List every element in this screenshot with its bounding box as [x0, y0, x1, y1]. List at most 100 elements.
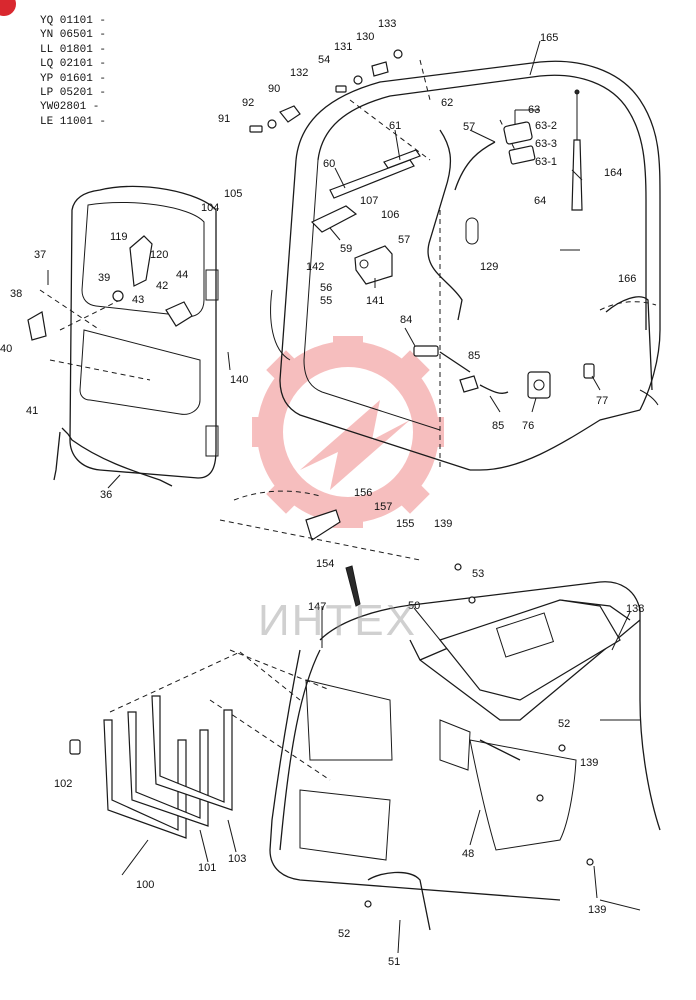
serial-number: YQ 01101 - — [40, 15, 107, 27]
callout: 90 — [268, 83, 280, 95]
page-corner-badge — [0, 0, 16, 16]
callout: 40 — [0, 343, 12, 355]
callout: 103 — [228, 853, 246, 865]
callout: 38 — [10, 288, 22, 300]
callout: 147 — [308, 601, 326, 613]
callout: 120 — [150, 249, 168, 261]
bolt-102 — [69, 739, 81, 755]
callout: 37 — [34, 249, 46, 261]
door-panel — [39, 185, 219, 479]
screw-139 — [536, 794, 544, 802]
callout: 129 — [480, 261, 498, 273]
hardware-130-133 — [335, 49, 403, 93]
wiper-arm — [310, 149, 421, 233]
callout: 132 — [290, 67, 308, 79]
window-frame-set — [103, 651, 301, 839]
callout: 52 — [558, 718, 570, 730]
part-38 — [27, 311, 47, 341]
part-39 — [112, 290, 124, 302]
callout: 139 — [434, 518, 452, 530]
serial-number: YW02801 - — [40, 101, 100, 114]
callout: 63 — [528, 104, 540, 116]
callout: 157 — [374, 501, 392, 513]
watermark-gear-logo — [252, 336, 444, 528]
callout: 138 — [626, 603, 644, 615]
callout: 133 — [378, 18, 396, 30]
sun-visor — [219, 490, 421, 561]
callout: 50 — [408, 600, 420, 612]
hardware-90-92 — [249, 105, 301, 133]
callout: 55 — [320, 295, 332, 307]
callout: 104 — [201, 202, 219, 214]
callout: 64 — [534, 195, 546, 207]
watermark-text: ИНТЕХ — [258, 596, 417, 645]
callout: 105 — [224, 188, 242, 200]
callout: 166 — [618, 273, 636, 285]
screw-139 — [454, 563, 462, 571]
wiper-motor-assembly — [503, 109, 540, 165]
callout: 52 — [338, 928, 350, 940]
callout: 85 — [468, 350, 480, 362]
callout: 61 — [389, 120, 401, 132]
callout-labels: 133 130 131 54 132 165 90 92 91 62 63 63… — [0, 18, 644, 968]
serial-number-list: YQ 01101 - YN 06501 - LL 01801 - LQ 0210… — [40, 14, 106, 129]
washer-hose — [454, 141, 496, 191]
callout: 131 — [334, 41, 352, 53]
callout: 53 — [472, 568, 484, 580]
callout: 91 — [218, 113, 230, 125]
cab-slot-129 — [465, 217, 479, 245]
serial-number: LL 01801 - — [40, 43, 107, 56]
screw-53 — [468, 596, 476, 604]
callout: 130 — [356, 31, 374, 43]
callout: 41 — [26, 405, 38, 417]
callout: 63-1 — [535, 156, 557, 168]
callout: 106 — [381, 209, 399, 221]
callout: 164 — [604, 167, 622, 179]
seal-48 — [479, 739, 521, 761]
callout: 63-3 — [535, 138, 557, 150]
callout: 42 — [156, 280, 168, 292]
callout: 139 — [588, 904, 606, 916]
washer-hose — [427, 129, 463, 321]
callout: 57 — [463, 121, 475, 133]
callout: 92 — [242, 97, 254, 109]
serial-number: LE 11001 - — [40, 115, 107, 128]
lower-cab-shell — [209, 581, 661, 931]
callout: 84 — [400, 314, 412, 326]
callout: 100 — [136, 879, 154, 891]
screw-52 — [558, 744, 566, 752]
serial-number: LP 05201 - — [40, 87, 107, 100]
callout: 77 — [596, 395, 608, 407]
bracket-141 — [354, 245, 393, 285]
callout: 62 — [441, 97, 453, 109]
callout: 141 — [366, 295, 384, 307]
callout: 142 — [306, 261, 324, 273]
pointer-arrow — [345, 565, 361, 607]
callout: 102 — [54, 778, 72, 790]
cable-166 — [605, 296, 653, 391]
callout: 57 — [398, 234, 410, 246]
callout: 56 — [320, 282, 332, 294]
serial-number: YN 06501 - — [40, 29, 107, 42]
door-handle-119 — [129, 235, 153, 287]
callout: 140 — [230, 374, 248, 386]
callout: 154 — [316, 558, 334, 570]
seal-147 — [279, 649, 321, 851]
callout: 63-2 — [535, 120, 557, 132]
callout: 44 — [176, 269, 188, 281]
callout: 59 — [340, 243, 352, 255]
callout: 119 — [110, 231, 128, 243]
callout: 48 — [462, 848, 474, 860]
callout: 60 — [323, 158, 335, 170]
callout: 107 — [360, 195, 378, 207]
callout: 54 — [318, 54, 330, 66]
antenna — [571, 89, 583, 211]
callout: 51 — [388, 956, 400, 968]
door-latch-assembly — [413, 345, 595, 399]
door-cable-36 — [61, 427, 173, 487]
screw-139 — [586, 858, 594, 866]
callout: 139 — [580, 757, 598, 769]
callout: 39 — [98, 272, 110, 284]
